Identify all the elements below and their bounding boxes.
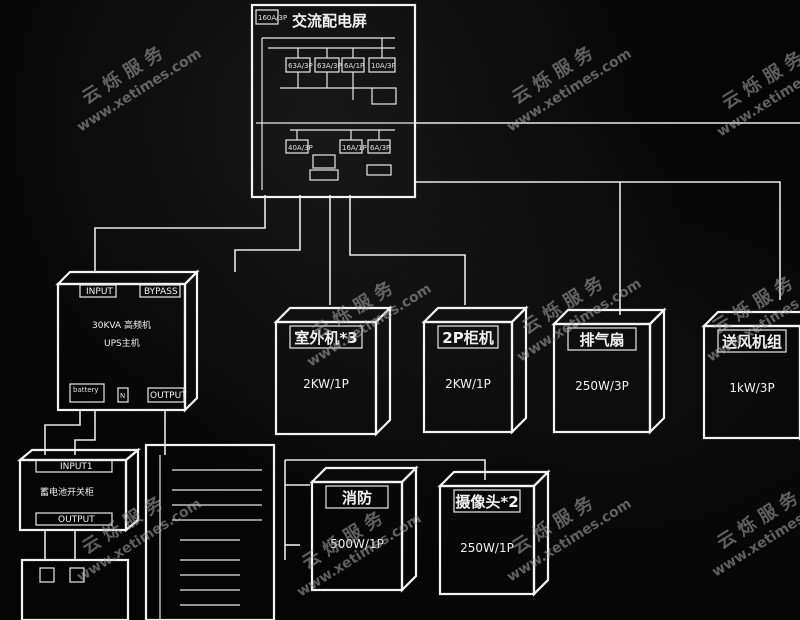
load-box-front (438, 484, 536, 596)
ups-line2: UPS主机 (104, 337, 140, 349)
batt-input-label: INPUT1 (60, 462, 93, 472)
load-name: 排气扇 (579, 331, 624, 349)
panel-main-breaker-label: 160A/3P (258, 14, 287, 22)
sub-panel (144, 443, 276, 620)
load-spec: 500W/1P (330, 537, 384, 551)
load-box: 排气扇 250W/3P (551, 307, 667, 435)
panel-meter (371, 87, 397, 105)
breaker-r1-1-label: 63A/3P (288, 62, 313, 70)
breaker-r2-meter (309, 169, 339, 181)
batt-output-label: OUTPUT (58, 515, 95, 525)
breaker-r2-2-label: 16A/1P (342, 144, 367, 152)
wire-ups-batt2 (74, 410, 96, 455)
load-spec: 250W/3P (575, 379, 629, 393)
breaker-r1-2-label: 63A/3P (317, 62, 342, 70)
ups-battery-label: battery (73, 386, 99, 394)
ups-output-label: OUTPUT (150, 391, 187, 401)
batt-output-port (35, 512, 113, 526)
load-spec: 2KW/1P (303, 377, 349, 391)
load-box: 室外机*3 2KW/1P (273, 305, 393, 437)
load-box-front (702, 324, 800, 440)
batt-input-port (35, 459, 113, 473)
wire-panel-right-fan (415, 181, 781, 300)
load-box-side (648, 307, 666, 435)
load-name-plate (325, 485, 389, 509)
ups-input-label: INPUT (86, 287, 113, 297)
batt-lower-cabinet (20, 558, 130, 620)
ups-unit: INPUT BYPASS 30KVA 高频机 UPS主机 battery N O… (55, 269, 200, 413)
load-name-plate (717, 329, 787, 353)
breaker-r1-3-label: 6A/1P (344, 62, 364, 70)
wire-ups-input (94, 195, 266, 272)
ups-n-port (117, 387, 129, 403)
load-name: 2P柜机 (442, 329, 493, 347)
load-box-front (310, 480, 404, 592)
ups-line1: 30KVA 高频机 (92, 319, 151, 331)
wire-ups-bypass (234, 195, 301, 272)
load-box: 2P柜机 2KW/1P (421, 305, 529, 435)
breaker-r2-meter2 (366, 164, 392, 176)
load-name-plate (567, 327, 637, 351)
breaker-r2-3-label: 6A/3P (370, 144, 390, 152)
load-spec: 1kW/3P (729, 381, 774, 395)
load-name: 室外机*3 (294, 329, 357, 347)
load-name: 摄像头*2 (455, 493, 518, 511)
batt-cell-1 (39, 567, 55, 583)
load-box: 摄像头*2 250W/1P (437, 469, 551, 597)
load-name-plate (289, 325, 363, 349)
load-name: 消防 (342, 489, 372, 507)
breaker-r2-1-label: 40A/3P (288, 144, 313, 152)
battery-switch-cabinet: INPUT1 蓄电池开关柜 OUTPUT (16, 447, 142, 620)
wire-camera (285, 459, 486, 480)
breaker-r2-mid (312, 154, 336, 169)
batt-cell-2 (69, 567, 85, 583)
ups-battery-port (69, 383, 105, 403)
ups-n-label: N (120, 392, 125, 400)
wire-cabinet (349, 195, 466, 305)
load-box-top (309, 466, 419, 484)
load-boxes: 室外机*3 2KW/1P 2P柜机 2KW/1P 排气扇 250W/3P 送风机组 1kW/3… (273, 305, 800, 597)
load-box-front (274, 320, 378, 436)
sub-panel-frame (144, 443, 276, 620)
load-box-top (421, 306, 529, 324)
wire-ups-batt (44, 410, 81, 455)
load-box-front (422, 320, 514, 434)
ups-output-port (147, 387, 185, 403)
panel-title: 交流配电屏 (292, 12, 367, 30)
wires (44, 122, 800, 560)
ups-front (56, 282, 187, 412)
load-box: 送风机组 1kW/3P (701, 310, 800, 441)
breaker-r1-4-label: 10A/3P (371, 62, 396, 70)
distribution-panel: 160A/3P 交流配电屏 63A/3P 63A/3P 6A/1P 10A/3P (250, 3, 417, 199)
batt-top (16, 448, 142, 462)
load-spec: 250W/1P (460, 541, 514, 555)
load-name-plate (437, 325, 499, 349)
panel-main-breaker (255, 9, 279, 25)
load-box-front (552, 322, 652, 434)
load-name: 送风机组 (721, 333, 782, 351)
ups-side (183, 269, 199, 413)
load-box: 消防 500W/1P (309, 465, 419, 593)
ups-top (55, 270, 200, 286)
load-name-plate (453, 489, 521, 513)
load-spec: 2KW/1P (445, 377, 491, 391)
ups-bypass-port (139, 284, 181, 298)
load-box-top (437, 470, 551, 488)
ups-bypass-label: BYPASS (144, 287, 178, 297)
batt-name: 蓄电池开关柜 (40, 486, 94, 498)
ups-input-port (79, 284, 117, 298)
panel-frame (250, 3, 417, 199)
